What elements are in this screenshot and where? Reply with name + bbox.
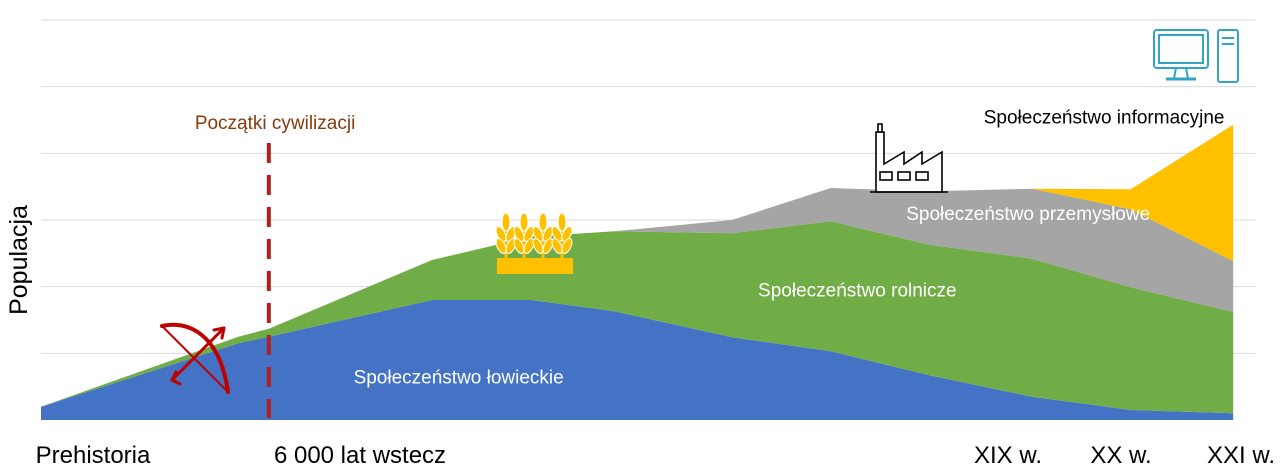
x-tick-labels: Prehistoria 6 000 lat wstecz XIX w. XX w. XX… xyxy=(36,442,1275,469)
series-label: Społeczeństwo rolnicze xyxy=(758,281,957,302)
series-label: Społeczeństwo przemysłowe xyxy=(906,204,1150,225)
series-label: Społeczeństwo informacyjne xyxy=(984,107,1225,128)
x-tick-label: Prehistoria xyxy=(36,442,151,469)
x-tick-label: XIX w. xyxy=(974,442,1042,469)
bow-arrow-icon xyxy=(160,322,230,394)
area-series xyxy=(41,124,1234,420)
y-axis-label: Populacja xyxy=(5,205,33,315)
area-1 xyxy=(41,300,1234,420)
wheat-icon xyxy=(495,212,573,274)
x-tick-label: 6 000 lat wstecz xyxy=(274,442,446,469)
annotation-group: Początki cywilizacji xyxy=(195,113,355,418)
x-tick-label: XXI w. xyxy=(1207,442,1275,469)
area-3 xyxy=(41,188,1234,407)
computer-icon xyxy=(1153,29,1239,83)
series-label: Społeczeństwo łowieckie xyxy=(354,367,564,388)
annotation-label: Początki cywilizacji xyxy=(195,113,355,134)
factory-icon xyxy=(870,123,948,193)
x-tick-label: XX w. xyxy=(1090,442,1151,469)
area-2 xyxy=(41,221,1234,414)
series-labels: Społeczeństwo łowieckie Społeczeństwo rol… xyxy=(354,107,1225,388)
